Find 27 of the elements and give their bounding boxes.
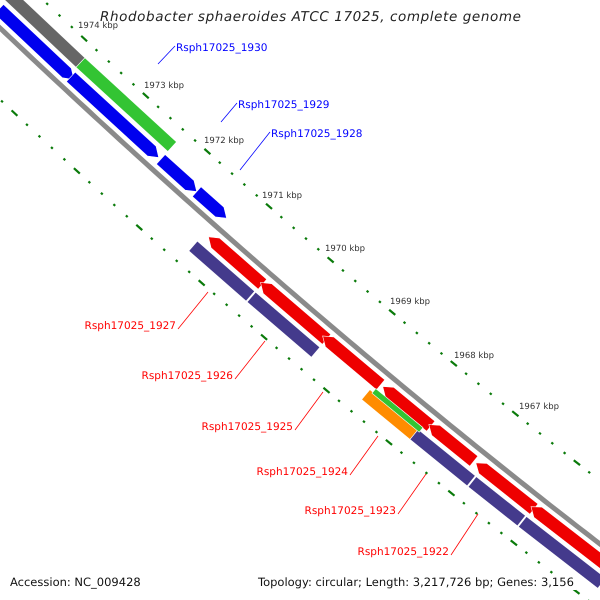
leader-line [220, 102, 238, 122]
gene-label: Rsph17025_1926 [142, 371, 233, 382]
gene-label: Rsph17025_1930 [176, 43, 268, 54]
leader-line [240, 132, 270, 170]
leader-line [450, 514, 478, 556]
scale-label: 1972 kbp [204, 137, 244, 146]
leader-line [234, 340, 266, 380]
scale-label: 1970 kbp [325, 245, 366, 254]
leader-line [294, 392, 324, 430]
leader-line [178, 292, 208, 330]
gene-label: Rsph17025_1925 [202, 422, 293, 432]
genome-info-text: Topology: circular; Length: 3,217,726 bp; Genes: 3,156 [256, 576, 576, 590]
leader-line [350, 436, 378, 476]
gene-label: Rsph17025_1923 [304, 506, 396, 516]
leader-line [398, 474, 426, 514]
gene-label: Rsph17025_1928 [271, 129, 362, 140]
gene-label: Rsph17025_1927 [84, 321, 176, 332]
scale-label: 1968 kbp [454, 352, 494, 360]
gene-label: Rsph17025_1924 [256, 467, 348, 478]
scale-label: 1967 kbp [519, 403, 560, 412]
leader-line [158, 46, 176, 64]
accession-text: Accession: NC_009428 [8, 576, 143, 590]
scale-label: 1969 kbp [390, 298, 430, 306]
scale-label: 1971 kbp [262, 192, 302, 200]
gene-label: Rsph17025_1929 [238, 100, 330, 110]
scale-label: 1973 kbp [144, 82, 184, 90]
gene-label: Rsph17025_1922 [358, 547, 449, 558]
